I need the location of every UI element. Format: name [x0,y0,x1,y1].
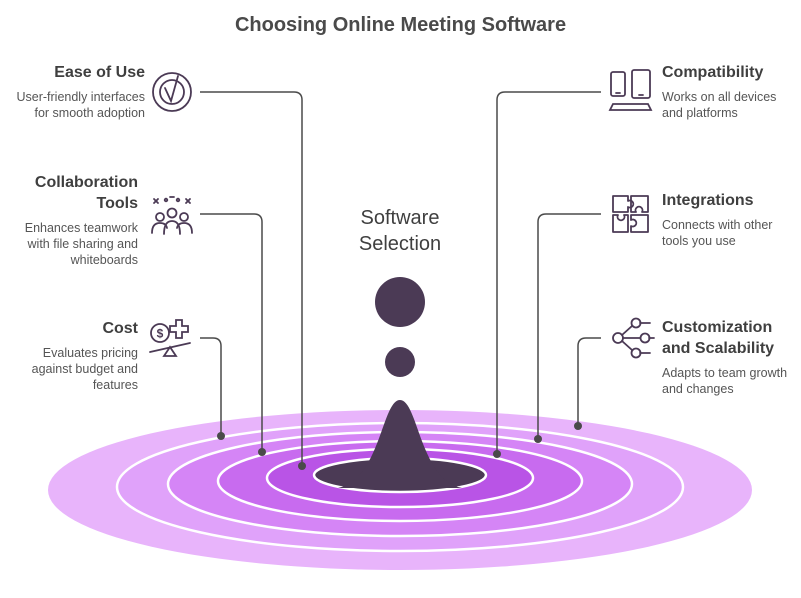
feature-description: Connects with other tools you use [662,217,801,249]
center-label-line1: Software [360,207,440,229]
feature-compatibility: Compatibility Works on all devices and p… [662,62,801,121]
touch-gesture-icon [152,72,192,112]
feature-integrations: Integrations Connects with other tools y… [662,190,801,249]
feature-description: Enhances teamwork with file sharing and … [0,220,138,268]
desc-line: features [92,378,138,392]
connector-cost [200,337,222,436]
desc-line: with file sharing and [27,237,138,251]
drop-large [375,277,425,327]
title-line: Customization [662,319,773,336]
splash-peak [338,400,462,488]
center-label-line2: Selection [358,233,442,255]
connector-dot [574,422,582,430]
desc-line: tools you use [662,234,736,248]
connector-dot [298,462,306,470]
puzzle-icon [612,195,649,233]
feature-description: Adapts to team growth and changes [662,365,801,397]
center-label: Software Selection [325,205,475,257]
connector-dot [493,450,501,458]
desc-line: User-friendly interfaces [16,90,145,104]
connector-dot [217,432,225,440]
title-line: Tools [96,195,138,212]
connector-ease-of-use [200,91,303,466]
feature-ease-of-use: Ease of Use User-friendly interfaces for… [0,62,145,121]
desc-line: and platforms [662,106,738,120]
feature-title: Integrations [662,192,754,209]
drop-small [385,347,415,377]
feature-customization-scalability: Customization and Scalability Adapts to … [662,317,801,397]
connector-integrations [537,213,601,439]
feature-collaboration-tools: Collaboration Tools Enhances teamwork wi… [0,172,138,268]
feature-title: Collaboration Tools [0,172,138,214]
desc-line: whiteboards [70,253,138,267]
connector-compatibility [496,91,601,454]
connector-dot [534,435,542,443]
feature-description: Evaluates pricing against budget and fea… [0,345,138,393]
page-title: Choosing Online Meeting Software [234,14,567,36]
connector-collaboration [200,213,263,452]
feature-title: Cost [102,320,138,337]
feature-description: Works on all devices and platforms [662,89,801,121]
feature-title: Ease of Use [54,64,145,81]
title-line: Collaboration [34,174,138,191]
title-line: and Scalability [662,340,775,357]
feature-cost: Cost Evaluates pricing against budget an… [0,318,138,393]
desc-line: against budget and [31,362,138,376]
desc-line: and changes [662,382,734,396]
connector-customization [577,337,601,426]
desc-line: Adapts to team growth [662,366,788,380]
devices-icon [608,69,653,111]
feature-description: User-friendly interfaces for smooth adop… [0,89,145,121]
desc-line: Connects with other [662,218,773,232]
network-icon [612,317,655,359]
connector-dot [258,448,266,456]
team-icon [151,196,193,235]
svg-text:$: $ [157,327,164,341]
feature-title: Compatibility [662,64,764,81]
balance-cost-icon: $ [149,319,191,357]
desc-line: Evaluates pricing [42,346,138,360]
feature-title: Customization and Scalability [662,317,801,359]
desc-line: Enhances teamwork [24,221,138,235]
desc-line: Works on all devices [662,90,777,104]
desc-line: for smooth adoption [34,106,146,120]
